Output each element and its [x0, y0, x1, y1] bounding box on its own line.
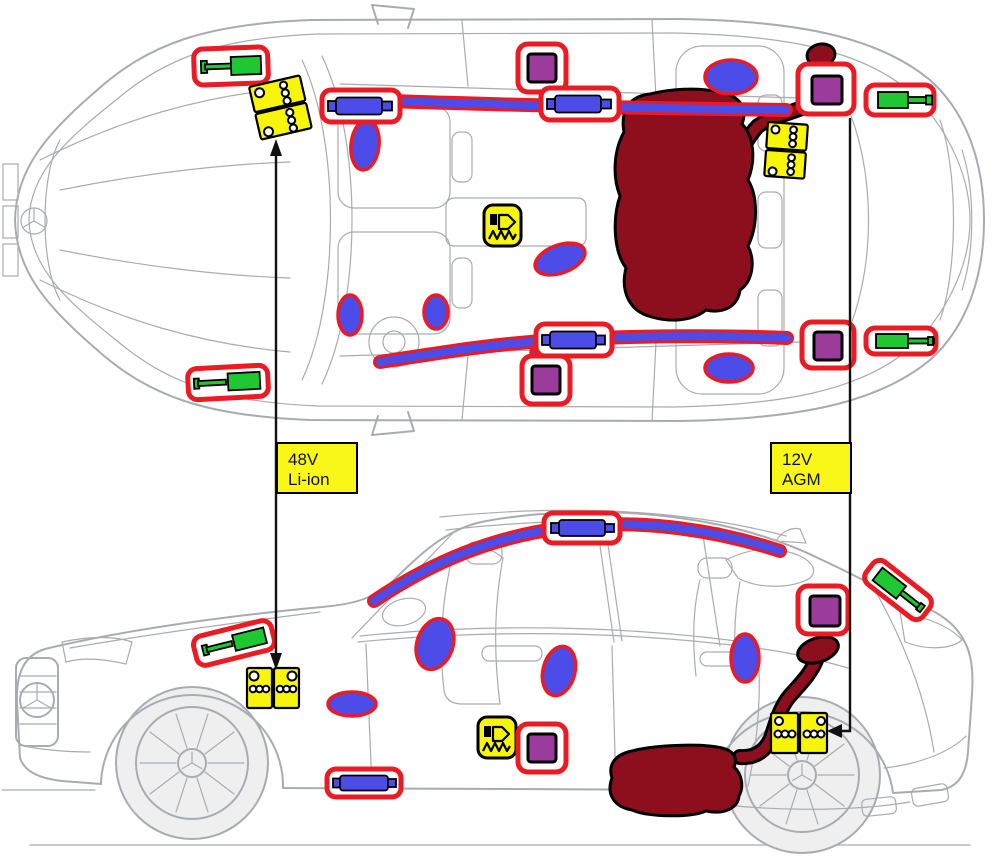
pretensioner-icon — [808, 594, 842, 628]
arrow-left-icon — [827, 724, 842, 738]
pretensioner-cpillar-side — [795, 583, 851, 637]
label-12v-line2: AGM — [782, 470, 821, 489]
pretensioner-icon — [810, 74, 844, 106]
pretensioner-rear-lower — [799, 319, 857, 371]
battery-48v-side — [245, 666, 301, 710]
battery-icon — [248, 74, 313, 141]
capacitor-icon — [488, 213, 517, 241]
gas-strut-icon — [875, 333, 935, 349]
front-wheel — [115, 686, 269, 840]
seat-airbag-front-lower-2 — [422, 293, 450, 331]
seat-airbag-front-upper — [349, 118, 381, 172]
bpillar-airbag-side — [540, 644, 578, 698]
brand-star-icon — [19, 682, 55, 718]
pretensioner-rear-upper — [795, 61, 857, 117]
battery-48v-top — [248, 74, 313, 141]
exhaust-tip — [861, 796, 897, 817]
rear-airbag-side — [729, 632, 761, 684]
brand-star-icon — [20, 207, 48, 235]
inflator-icon — [332, 774, 397, 792]
gas-strut-tailgate-side — [862, 557, 934, 623]
brand-star-icon — [791, 763, 813, 782]
arrow-up-icon — [270, 139, 282, 156]
top-view-airbags — [336, 58, 759, 384]
pretensioner-icon — [812, 330, 844, 362]
arrow-down-icon — [270, 653, 282, 670]
fuel-tank-side — [608, 743, 744, 818]
door-handle — [481, 645, 543, 662]
curtain-inflator-front-left — [319, 87, 403, 125]
gas-strut-icon — [871, 566, 927, 614]
side-view-airbags — [326, 616, 761, 718]
seat-airbag-front-lower-1 — [336, 293, 364, 337]
curtain-inflator-roof-side — [541, 510, 623, 546]
rear-airbag-upper — [703, 58, 759, 96]
curtain-inflator-mid-left — [538, 85, 622, 123]
label-12v: 12V AGM — [770, 442, 852, 494]
rear-airbag-lower — [703, 352, 755, 384]
grille — [15, 657, 59, 747]
battery-icon — [245, 666, 301, 710]
inflator-icon — [550, 519, 615, 537]
side-view — [1, 509, 974, 854]
curtain-airbag-left-rail — [358, 96, 790, 114]
label-48v: 48V Li-ion — [276, 442, 358, 494]
gas-strut-icon — [200, 626, 269, 657]
antenna-fin — [774, 527, 807, 544]
sill-inflator-side — [324, 766, 404, 800]
brand-star-icon — [181, 751, 203, 770]
gas-strut-hood-lower — [185, 362, 271, 403]
gas-strut-icon — [192, 370, 262, 392]
gas-strut-hood-upper — [191, 44, 271, 88]
exhaust-tip — [910, 783, 950, 807]
gas-strut-icon — [199, 55, 263, 76]
gas-strut-icon — [877, 91, 933, 109]
top-mirror-right — [371, 411, 415, 436]
dash-airbag-side — [326, 690, 378, 718]
connector-12v-line-lower — [840, 492, 852, 733]
battery-icon — [763, 121, 809, 180]
side-view-car-outline — [1, 509, 974, 854]
pretensioner-icon — [526, 732, 558, 764]
steering-wheel — [368, 316, 420, 368]
inflator-icon — [327, 96, 393, 116]
label-48v-line1: 48V — [288, 450, 319, 469]
pretensioner-icon — [530, 364, 562, 396]
center-airbag — [533, 241, 587, 277]
side-view-fuel-system — [608, 635, 840, 818]
pretensioner-floor-lower — [519, 353, 573, 407]
capacitor-side — [476, 715, 518, 760]
top-view — [2, 4, 985, 436]
pretensioner-seat-side — [515, 721, 569, 775]
capacitor-icon — [482, 725, 511, 753]
inflator-icon — [546, 94, 612, 114]
label-12v-line1: 12V — [782, 450, 813, 469]
gas-strut-tailgate-lower — [863, 325, 939, 357]
gas-strut-hood-side — [190, 618, 278, 668]
gas-strut-tailgate-upper — [863, 82, 937, 118]
capacitor-console — [482, 203, 523, 248]
inflator-icon — [541, 330, 606, 350]
battery-12v-side — [769, 711, 829, 755]
annotations: 48V Li-ion 12V AGM — [270, 118, 852, 738]
pretensioner-icon — [526, 52, 558, 84]
top-mirror-left — [371, 4, 415, 29]
battery-12v-top — [763, 121, 809, 180]
fuel-filler-side — [796, 635, 840, 665]
fuel-tank-top — [613, 87, 757, 322]
curtain-inflator-right — [533, 321, 615, 359]
seat-airbag-side — [414, 616, 456, 672]
battery-icon — [769, 711, 829, 755]
pretensioner-roof-front — [515, 41, 569, 95]
side-mirror — [381, 597, 427, 627]
label-48v-line2: Li-ion — [288, 470, 330, 489]
